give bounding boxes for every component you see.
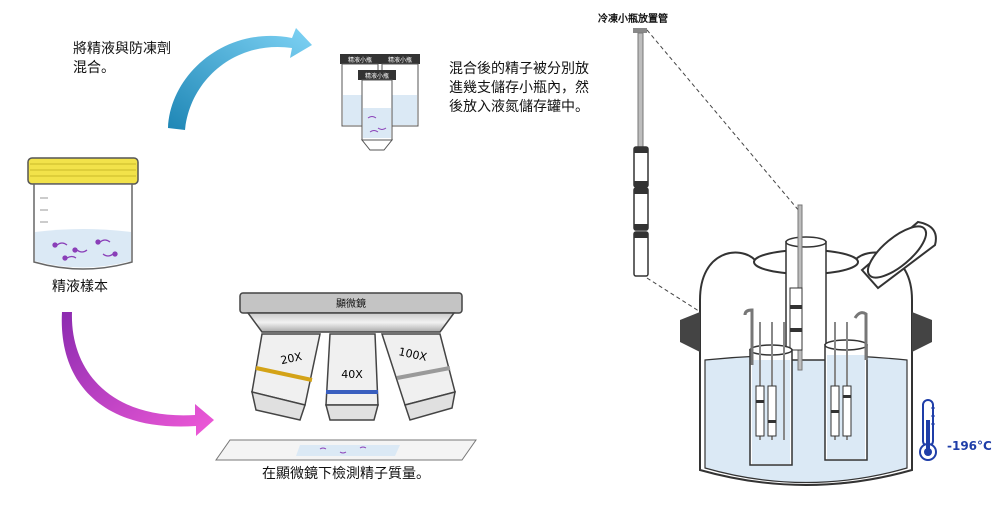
step-split-text: 混合後的精子被分別放 進幾支儲存小瓶內，然 後放入液氮儲存罐中。 [449,61,589,115]
canister-left [743,308,793,466]
thermometer-icon [919,399,937,461]
tank-lid [860,220,937,290]
microscope-check-text: 在顯微鏡下檢測精子質量。 [262,466,430,482]
cane-vial-3 [633,231,649,277]
vial-label-1: 精液小瓶 [348,56,372,64]
objective-100x: 100X [380,333,456,421]
vial-label-2: 精液小瓶 [388,56,412,64]
step-mix-text: 將精液與防凍劑 混合。 [73,41,171,76]
semen-sample-jar [27,157,139,270]
objective-100x-label: 100X [397,345,428,364]
semen-sample-label: 精液樣本 [52,279,108,295]
objective-20x: 20X [251,333,321,421]
arrow-magenta-curved [61,312,214,436]
objective-40x-label: 40X [341,368,363,381]
vial-front: 精液小瓶 [358,70,396,151]
microscope: 顯微鏡 20X 40X 100X [215,292,477,461]
vial-storage-cane [633,28,801,351]
sperm-storage-tank [680,204,937,486]
canister-right [824,311,868,461]
semen-vials: 精液小瓶 精液小瓶 精液小瓶 [340,54,420,151]
objective-40x: 40X [325,333,379,421]
microscope-title: 顯微鏡 [336,297,366,310]
vial-label-3: 精液小瓶 [365,72,389,80]
cane-label: 冷凍小瓶放置管 [598,14,668,25]
arrow-blue-curved [168,28,312,130]
cane-vial-2 [633,187,649,231]
temperature-label: -196°C [947,439,992,453]
microscope-slide [215,439,477,461]
inner-neck [785,204,827,371]
objective-20x-label: 20X [279,350,303,367]
cane-vial-1 [633,146,649,188]
